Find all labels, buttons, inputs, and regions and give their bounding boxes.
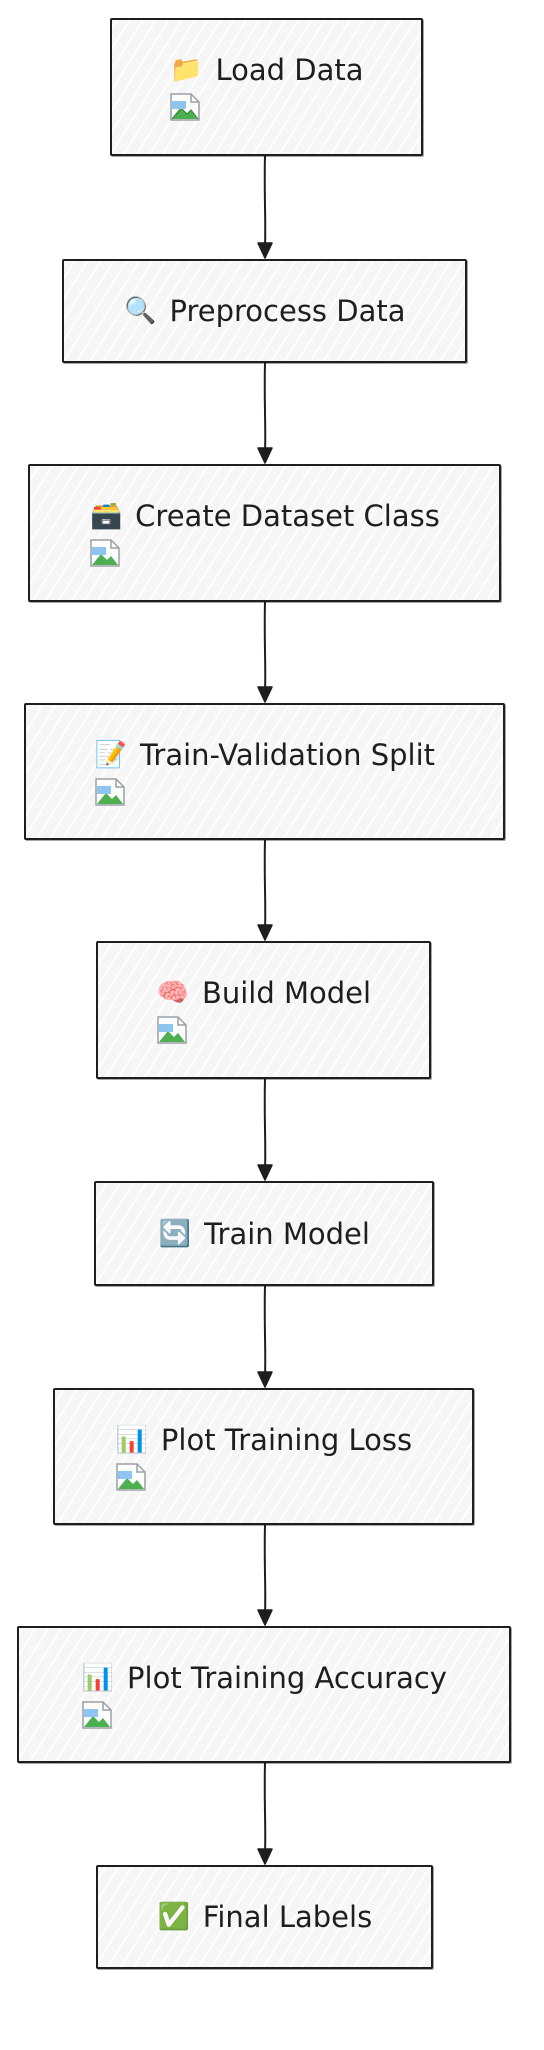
- node-final-labels: ✅ Final Labels: [96, 1865, 433, 1969]
- node-label-plot-training-loss: Plot Training Loss: [160, 1422, 413, 1457]
- node-label-final-labels: Final Labels: [202, 1900, 373, 1934]
- node-label-train-model: Train Model: [204, 1216, 370, 1251]
- connector-line: [263, 1762, 267, 1854]
- node-label-load-data: Load Data: [215, 53, 364, 87]
- broken-image-icon: [116, 1462, 146, 1491]
- node-label-create-dataset-class: Create Dataset Class: [135, 499, 440, 533]
- check-mark-icon: ✅: [157, 1902, 190, 1932]
- node-label-build-model: Build Model: [201, 976, 372, 1010]
- connector-arrowhead: [257, 1164, 273, 1181]
- connector-line: [263, 1078, 267, 1170]
- bar-chart-icon: 📊: [81, 1662, 115, 1693]
- node-load-data: 📁 Load Data: [110, 18, 423, 156]
- memo-icon: 📝: [94, 739, 128, 770]
- broken-image-icon: [157, 1016, 187, 1044]
- bar-chart-icon: 📊: [115, 1424, 149, 1455]
- node-train-validation-split: 📝 Train-Validation Split: [24, 703, 505, 840]
- connector-arrowhead: [257, 1609, 273, 1626]
- connector-arrowhead: [257, 242, 273, 259]
- connector-arrowhead: [257, 1371, 273, 1388]
- node-plot-training-accuracy: 📊 Plot Training Accuracy: [17, 1626, 511, 1763]
- connector-arrowhead: [257, 1848, 273, 1865]
- node-build-model: 🧠 Build Model: [96, 941, 431, 1079]
- node-plot-training-loss: 📊 Plot Training Loss: [53, 1388, 474, 1525]
- broken-image-icon: [170, 93, 201, 121]
- node-train-model: 🔄 Train Model: [94, 1181, 434, 1286]
- connector-line: [263, 1285, 267, 1377]
- node-create-dataset-class: 🗃️ Create Dataset Class: [28, 464, 501, 602]
- connector-line: [263, 362, 267, 453]
- connector-arrowhead: [257, 924, 273, 941]
- magnifier-icon: 🔍: [124, 296, 157, 326]
- brain-icon: 🧠: [156, 978, 190, 1008]
- connector-arrowhead: [257, 686, 273, 703]
- folder-icon: 📁: [170, 55, 203, 85]
- broken-image-icon: [82, 1700, 112, 1729]
- broken-image-icon: [90, 539, 120, 567]
- broken-image-icon: [95, 777, 125, 806]
- node-label-train-validation-split: Train-Validation Split: [139, 737, 436, 772]
- node-preprocess-data: 🔍 Preprocess Data: [62, 259, 467, 363]
- connector-line: [263, 155, 267, 248]
- connector-line: [263, 601, 267, 692]
- connector-line: [263, 1524, 267, 1615]
- connector-arrowhead: [257, 447, 273, 464]
- node-label-plot-training-accuracy: Plot Training Accuracy: [127, 1660, 447, 1695]
- card-file-box-icon: 🗃️: [89, 501, 123, 531]
- connector-line: [263, 839, 267, 930]
- node-label-preprocess-data: Preprocess Data: [169, 294, 406, 328]
- cycle-arrows-icon: 🔄: [158, 1218, 192, 1249]
